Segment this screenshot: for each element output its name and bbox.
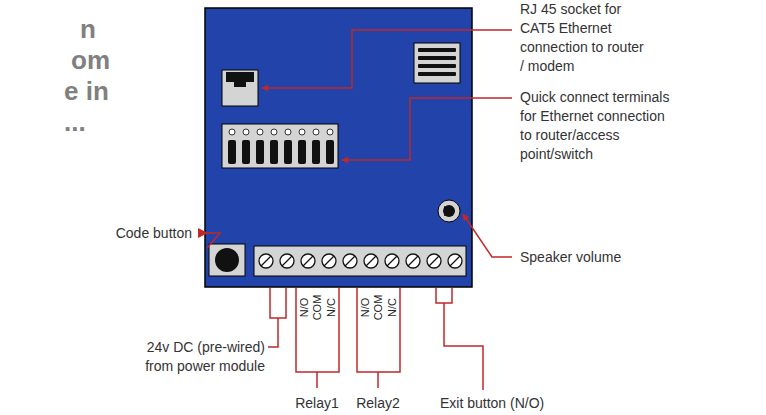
callout-text: Speaker volume [520,248,621,267]
leader-line [262,30,512,88]
callout-text: 24v DC (pre-wired) from power module [125,338,265,376]
cut-off-heading: ... [64,107,86,137]
pin-name: N/O [361,297,372,317]
arrow-head [198,228,208,238]
pin-name: N/C [386,298,397,317]
wire-bracket [296,288,339,388]
pin-name: COM [312,294,323,320]
rj45-socket [222,70,258,106]
volume-knob [438,200,460,222]
quick-connect-terminals [222,124,338,168]
leader-line [342,98,512,160]
pin-name: N/C [325,298,336,317]
callout-text: Code button [116,224,192,243]
code-button [209,244,245,276]
cut-off-heading: e in [64,76,109,106]
callout-text: RJ 45 socket for CAT5 Ethernet connectio… [520,0,645,76]
speaker-grille [414,43,460,83]
leader-line [206,233,220,248]
cut-off-heading: om [71,45,110,75]
terminal-block [254,246,466,276]
leader-line [463,214,512,257]
relay-label: Relay1 [295,394,339,413]
wire-bracket [436,288,483,390]
wire-bracket [357,288,400,388]
cut-off-heading: n [80,14,96,44]
wire-bracket [268,288,286,347]
callout-text: Exit button (N/O) [440,394,544,413]
pin-name: N/O [300,297,311,317]
circuit-board [205,8,472,287]
relay-label: Relay2 [356,394,400,413]
callout-text: Quick connect terminals for Ethernet con… [520,88,670,164]
pin-name: COM [373,294,384,320]
